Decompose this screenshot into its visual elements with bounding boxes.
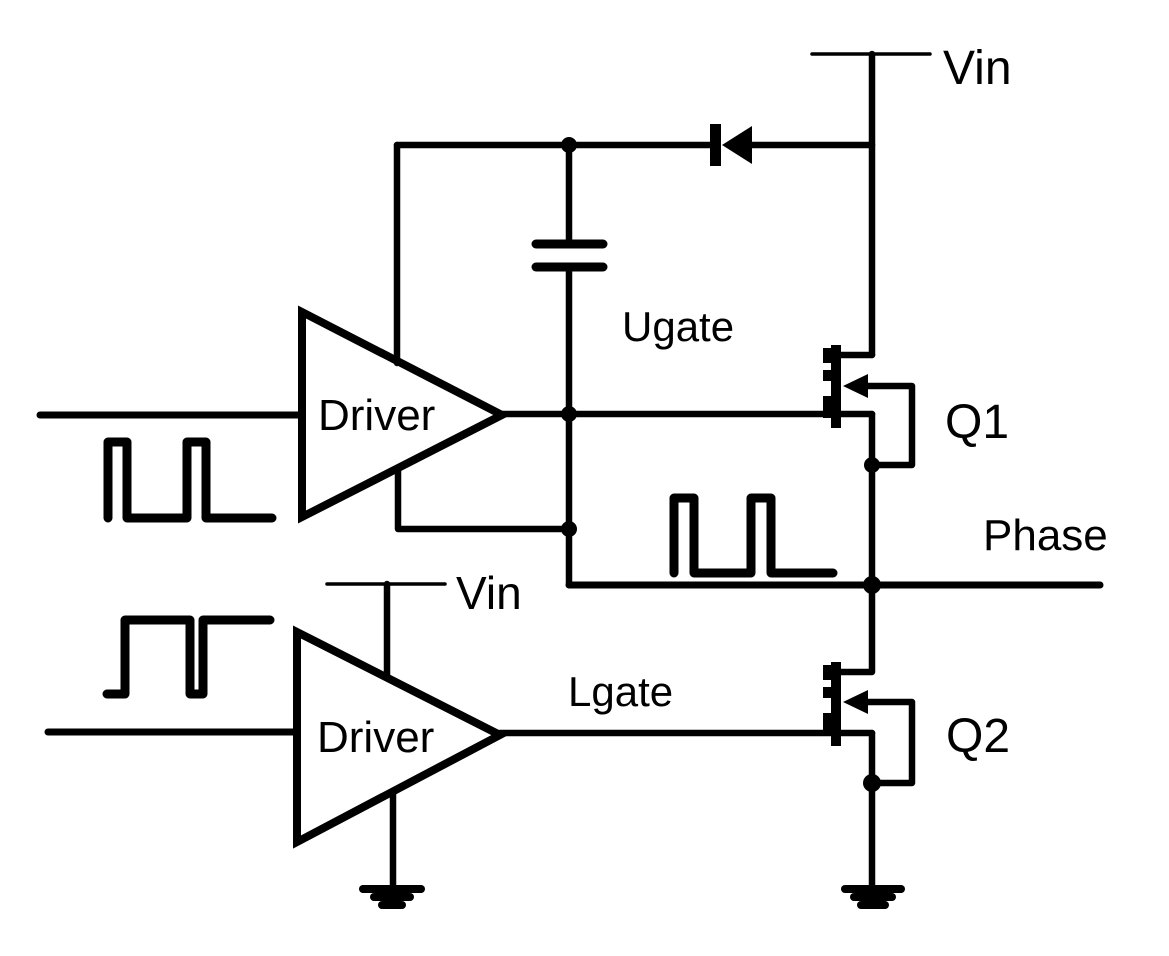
ground-symbol-q2 — [841, 885, 905, 909]
bootstrap-capacitor-icon — [531, 239, 608, 272]
junction-dot — [864, 457, 880, 473]
q1-channel-bar — [831, 345, 841, 428]
q1-gate-stub — [823, 370, 831, 381]
vin-top-label: Vin — [943, 42, 1012, 95]
q1-mosfet-icon — [823, 345, 868, 428]
junction-dots — [561, 137, 881, 792]
driver-upper-label: Driver — [318, 391, 435, 440]
vin-bottom-label: Vin — [456, 567, 522, 619]
diode-anode-triangle — [722, 126, 752, 164]
driver-lower-label: Driver — [317, 713, 434, 762]
junction-dot — [561, 137, 577, 153]
q2-drain-wire — [837, 581, 876, 676]
ground-symbol-driver — [359, 885, 425, 909]
q2-body-loop — [862, 698, 916, 787]
q2-gate-stub — [823, 665, 831, 680]
input-pulse-lower-icon — [102, 615, 275, 699]
phase-junction-dot — [863, 576, 881, 594]
driver-triangle-shape — [298, 305, 511, 524]
q2-body-arrow — [843, 690, 868, 714]
lgate-label: Lgate — [568, 668, 673, 715]
diode-cathode-bar — [710, 124, 721, 166]
driver-triangle-shape — [293, 625, 509, 849]
bootstrap-diode-icon — [710, 124, 752, 166]
junction-dot — [561, 406, 577, 422]
ugate-label: Ugate — [622, 303, 734, 350]
phase-label: Phase — [983, 511, 1108, 560]
pulse-waveform — [103, 437, 277, 523]
q1-label: Q1 — [945, 396, 1009, 449]
q2-channel-bar — [831, 662, 841, 746]
upper-driver-triangle: Driver — [298, 305, 511, 524]
q2-label: Q2 — [946, 710, 1010, 763]
wires — [36, 50, 1104, 890]
junction-dot — [863, 774, 881, 792]
q2-gate-stub — [823, 713, 831, 735]
pulse-waveform — [669, 493, 838, 578]
driver-return-wire — [394, 464, 573, 533]
q1-gate-stub — [823, 396, 831, 418]
q1-gate-stub — [823, 348, 831, 363]
q1-body-loop — [862, 382, 916, 469]
pulse-waveform — [102, 615, 275, 699]
q2-gate-stub — [823, 687, 831, 698]
junction-dot — [561, 521, 577, 537]
net-labels: Vin Ugate Q1 Phase Vin Lgate Q2 — [456, 42, 1108, 763]
input-pulse-upper-icon — [103, 437, 277, 523]
q1-body-arrow — [843, 374, 868, 398]
phase-pulse-icon — [669, 493, 838, 578]
q2-mosfet-icon — [823, 662, 868, 746]
lower-driver-triangle: Driver — [293, 625, 509, 849]
